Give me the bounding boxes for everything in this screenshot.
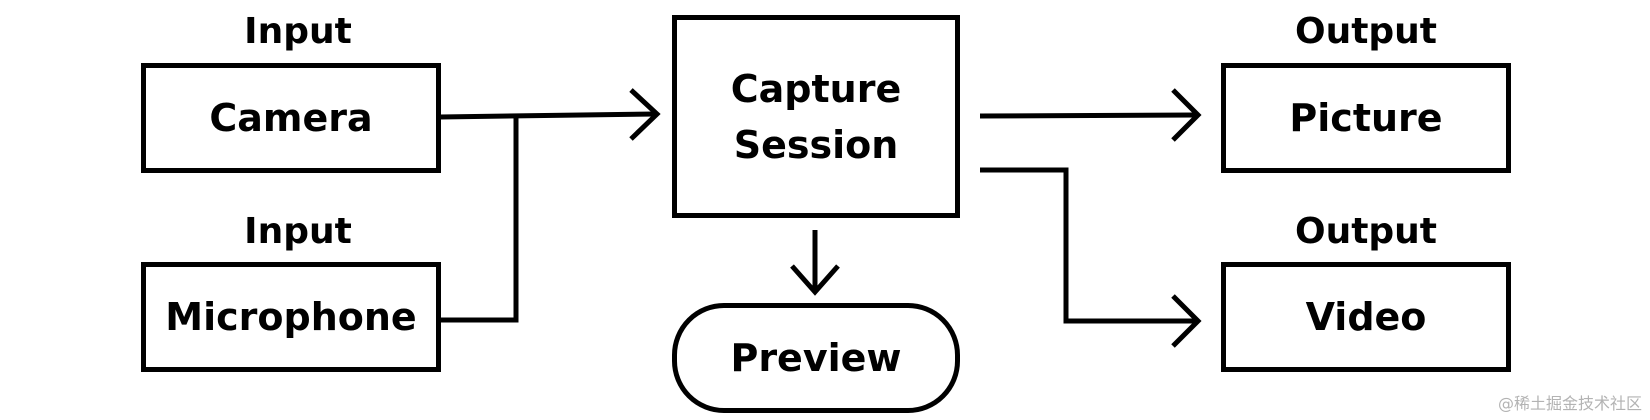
connector-microphone-to-session [440, 117, 519, 323]
arrowhead-preview-icon [790, 264, 840, 296]
picture-box: Picture [1221, 63, 1511, 173]
watermark: @稀土掘金技术社区 [1497, 394, 1642, 413]
preview-label: Preview [730, 336, 902, 380]
connector-session-to-video [980, 167, 1196, 324]
microphone-box: Microphone [141, 262, 441, 372]
picture-label: Picture [1289, 96, 1443, 140]
input-heading-camera: Input [244, 11, 352, 52]
camera-label: Camera [209, 96, 373, 140]
video-label: Video [1305, 295, 1427, 339]
arrowhead-session-in-icon [629, 88, 661, 141]
input-heading-microphone: Input [244, 211, 352, 252]
arrowhead-picture-icon [1171, 88, 1202, 142]
preview-box: Preview [672, 303, 960, 413]
capture-session-label-line2: Session [733, 122, 899, 167]
microphone-label: Microphone [165, 295, 417, 339]
connector-session-to-picture [979, 112, 1197, 119]
arrowhead-video-icon [1171, 294, 1202, 348]
output-heading-video: Output [1294, 211, 1438, 252]
capture-session-label-line1: Capture [730, 66, 902, 111]
video-box: Video [1221, 262, 1511, 372]
capture-session-box: Capture Session [672, 15, 960, 218]
output-heading-picture: Output [1294, 11, 1438, 52]
camera-box: Camera [141, 63, 441, 173]
connector-camera-to-session [439, 111, 656, 120]
